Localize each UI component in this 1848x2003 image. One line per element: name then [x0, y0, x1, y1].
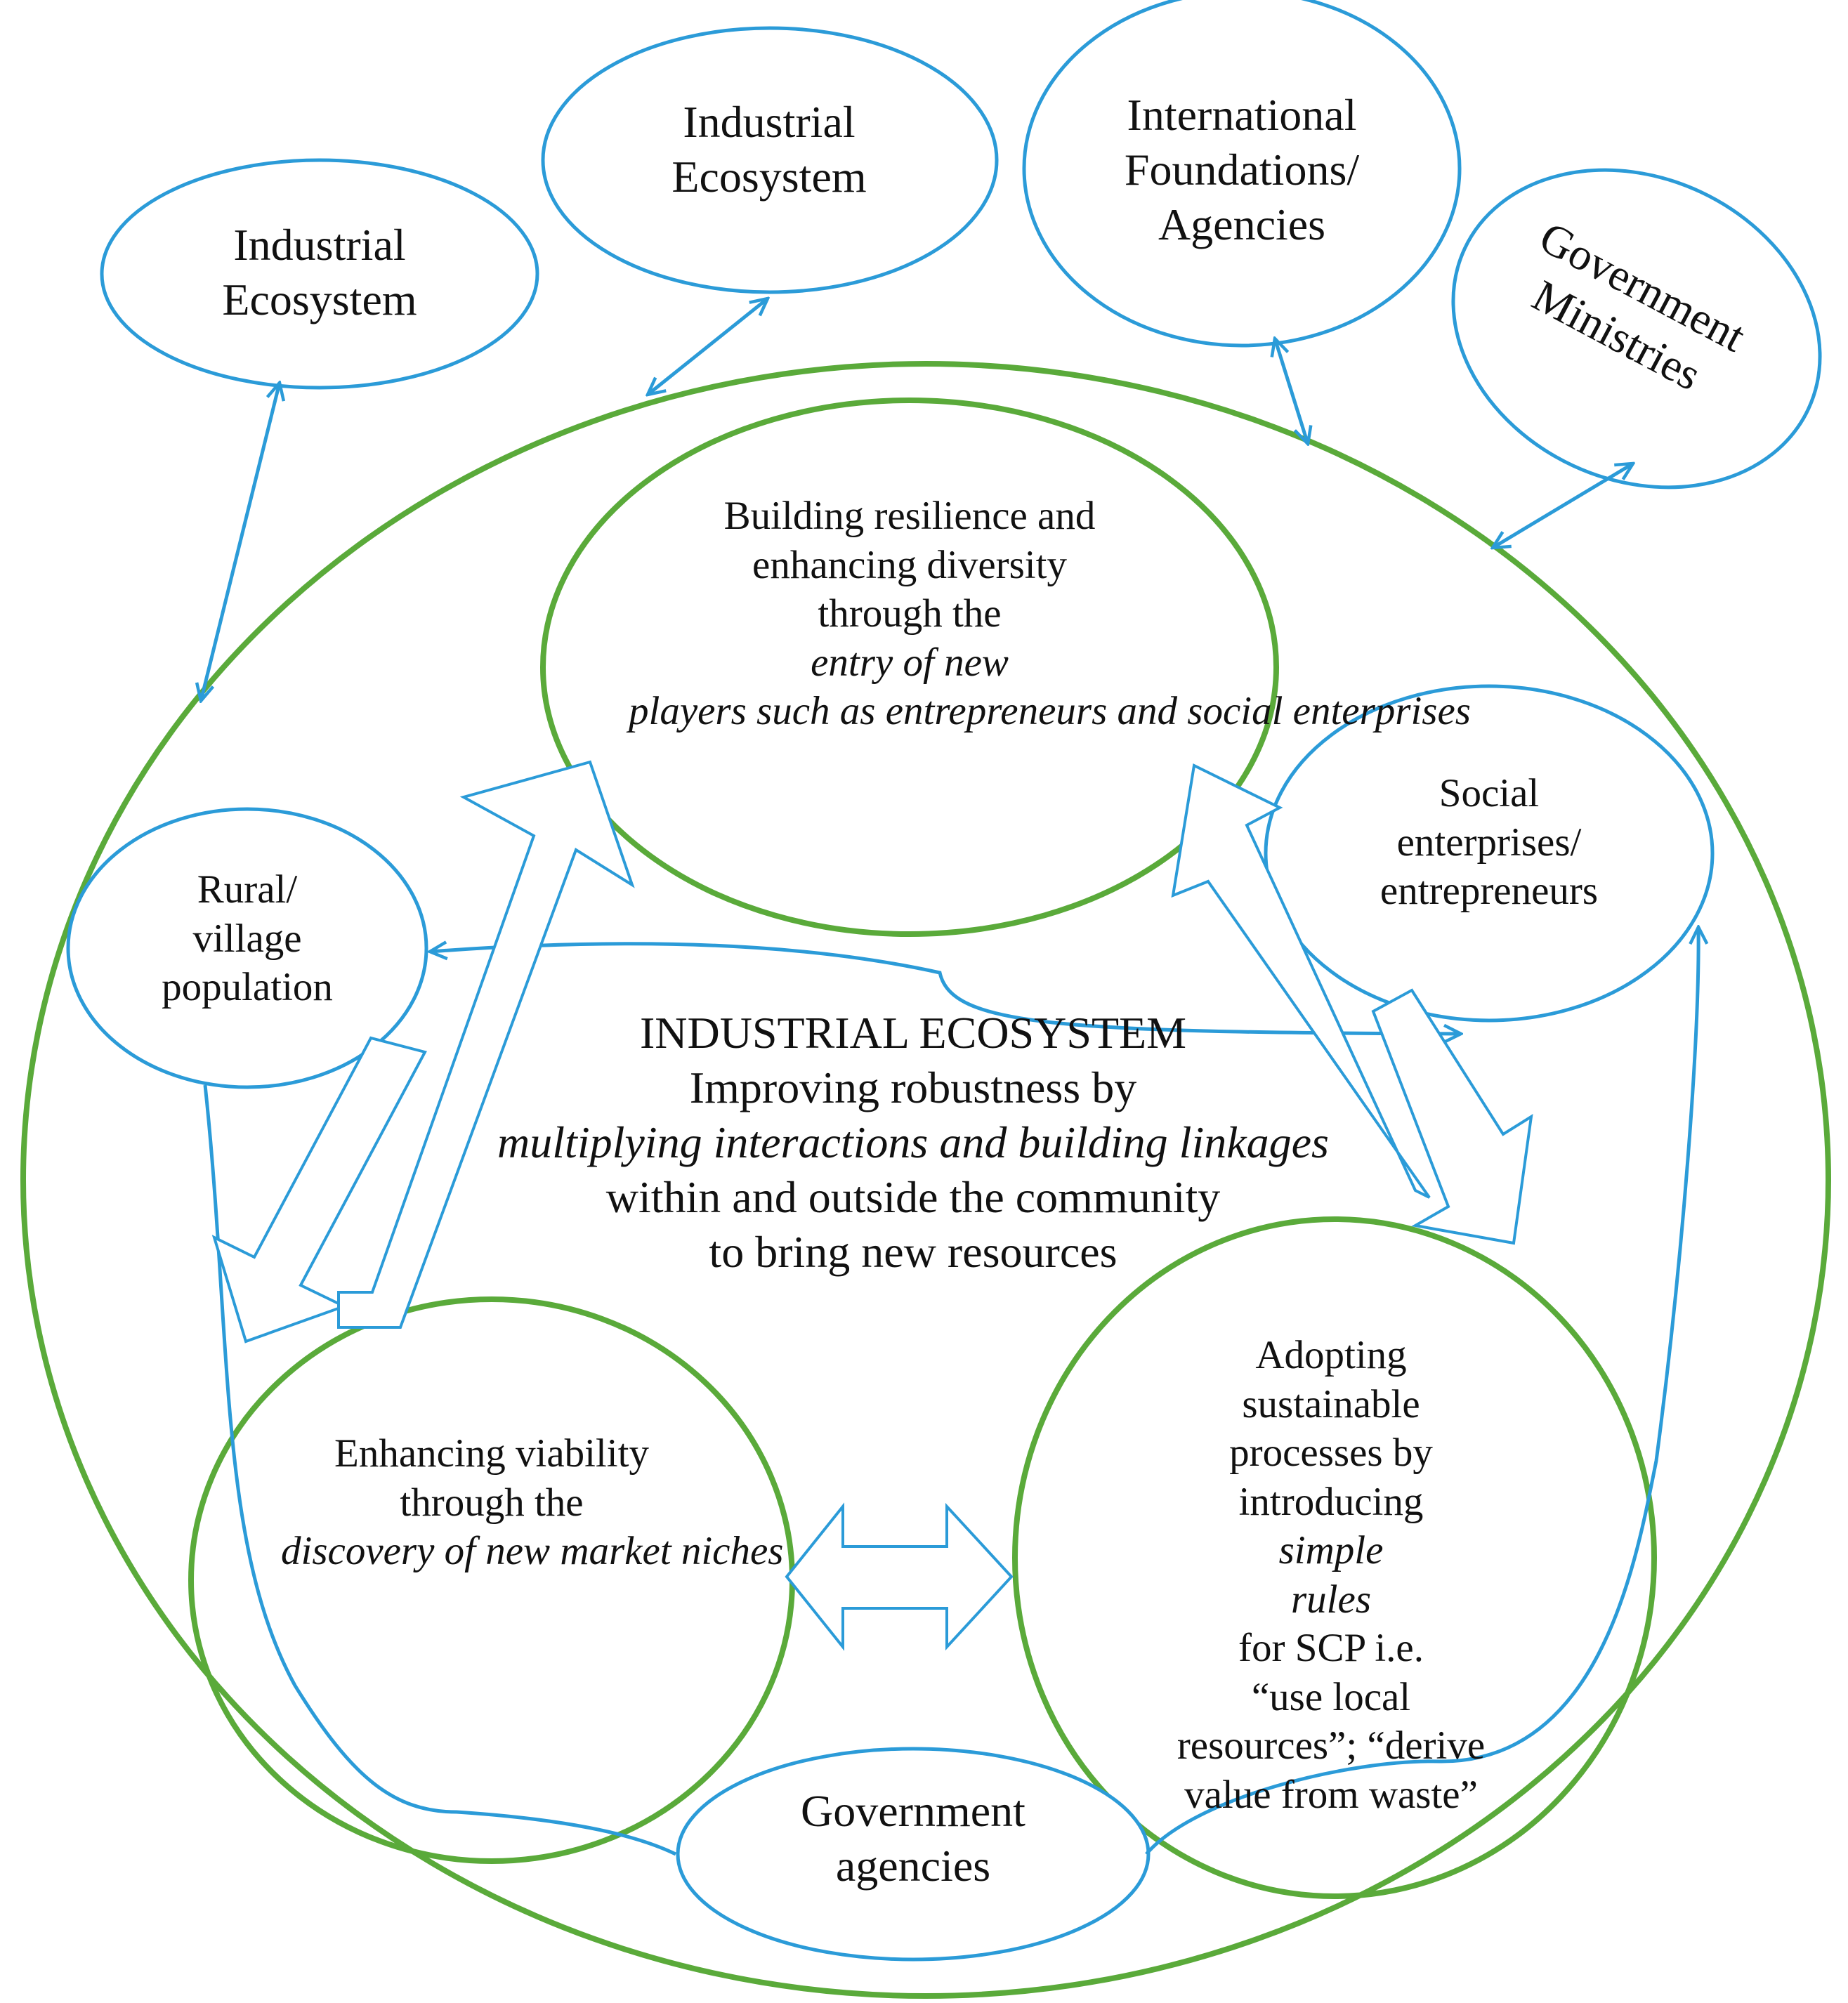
- connector-international: [1275, 339, 1308, 444]
- social-to-sustainable-block-arrow: [1371, 988, 1533, 1245]
- social-enterprises-label: Social enterprises/ entrepreneurs: [1380, 771, 1599, 914]
- rural-to-resilience-block-arrow: [211, 1036, 427, 1344]
- connector-left-ecosystem: [201, 383, 280, 701]
- rural-population-ellipse: [66, 807, 428, 1089]
- rural-social-link: [430, 944, 1461, 1034]
- sustainable-green-circle: [1012, 1216, 1657, 1899]
- resilience-circle-text: Building resilience and enhancing divers…: [629, 494, 1471, 734]
- outer-green-circle: [20, 361, 1831, 1999]
- resilience-green-circle: [540, 398, 1279, 937]
- rural-agencies-link: [203, 1084, 677, 1856]
- viability-green-circle: [188, 1296, 795, 1864]
- industrial-ecosystem-center-label: Industrial Ecosystem: [671, 97, 867, 202]
- government-agencies-label: Government agencies: [801, 1786, 1025, 1891]
- center-title: INDUSTRIAL ECOSYSTEM: [639, 1008, 1187, 1058]
- social-enterprises-ellipse: [1264, 684, 1715, 1023]
- international-foundations-ellipse: [1022, 0, 1462, 348]
- viability-sustainable-block-arrow: [785, 1502, 1014, 1651]
- agencies-social-link: [1145, 927, 1698, 1856]
- rural-population-label: Rural/ village population: [162, 867, 333, 1010]
- sustainable-to-resilience-block-arrow: [1171, 763, 1431, 1199]
- viability-to-resilience-block-arrow: [337, 760, 635, 1329]
- viability-circle-text: Enhancing viability through the discover…: [281, 1431, 784, 1574]
- sustainable-circle-text: Adopting sustainable processes by introd…: [1177, 1333, 1486, 1817]
- international-foundations-label: International Foundations/ Agencies: [1124, 90, 1360, 250]
- industrial-ecosystem-left-ellipse: [100, 158, 539, 390]
- industrial-ecosystem-center-ellipse: [541, 26, 999, 294]
- industrial-ecosystem-left-label: Industrial Ecosystem: [222, 220, 417, 325]
- center-ecosystem-text: INDUSTRIAL ECOSYSTEM Improving robustnes…: [386, 1006, 1440, 1280]
- connector-ministries: [1493, 464, 1633, 548]
- connector-center-ecosystem: [648, 298, 768, 395]
